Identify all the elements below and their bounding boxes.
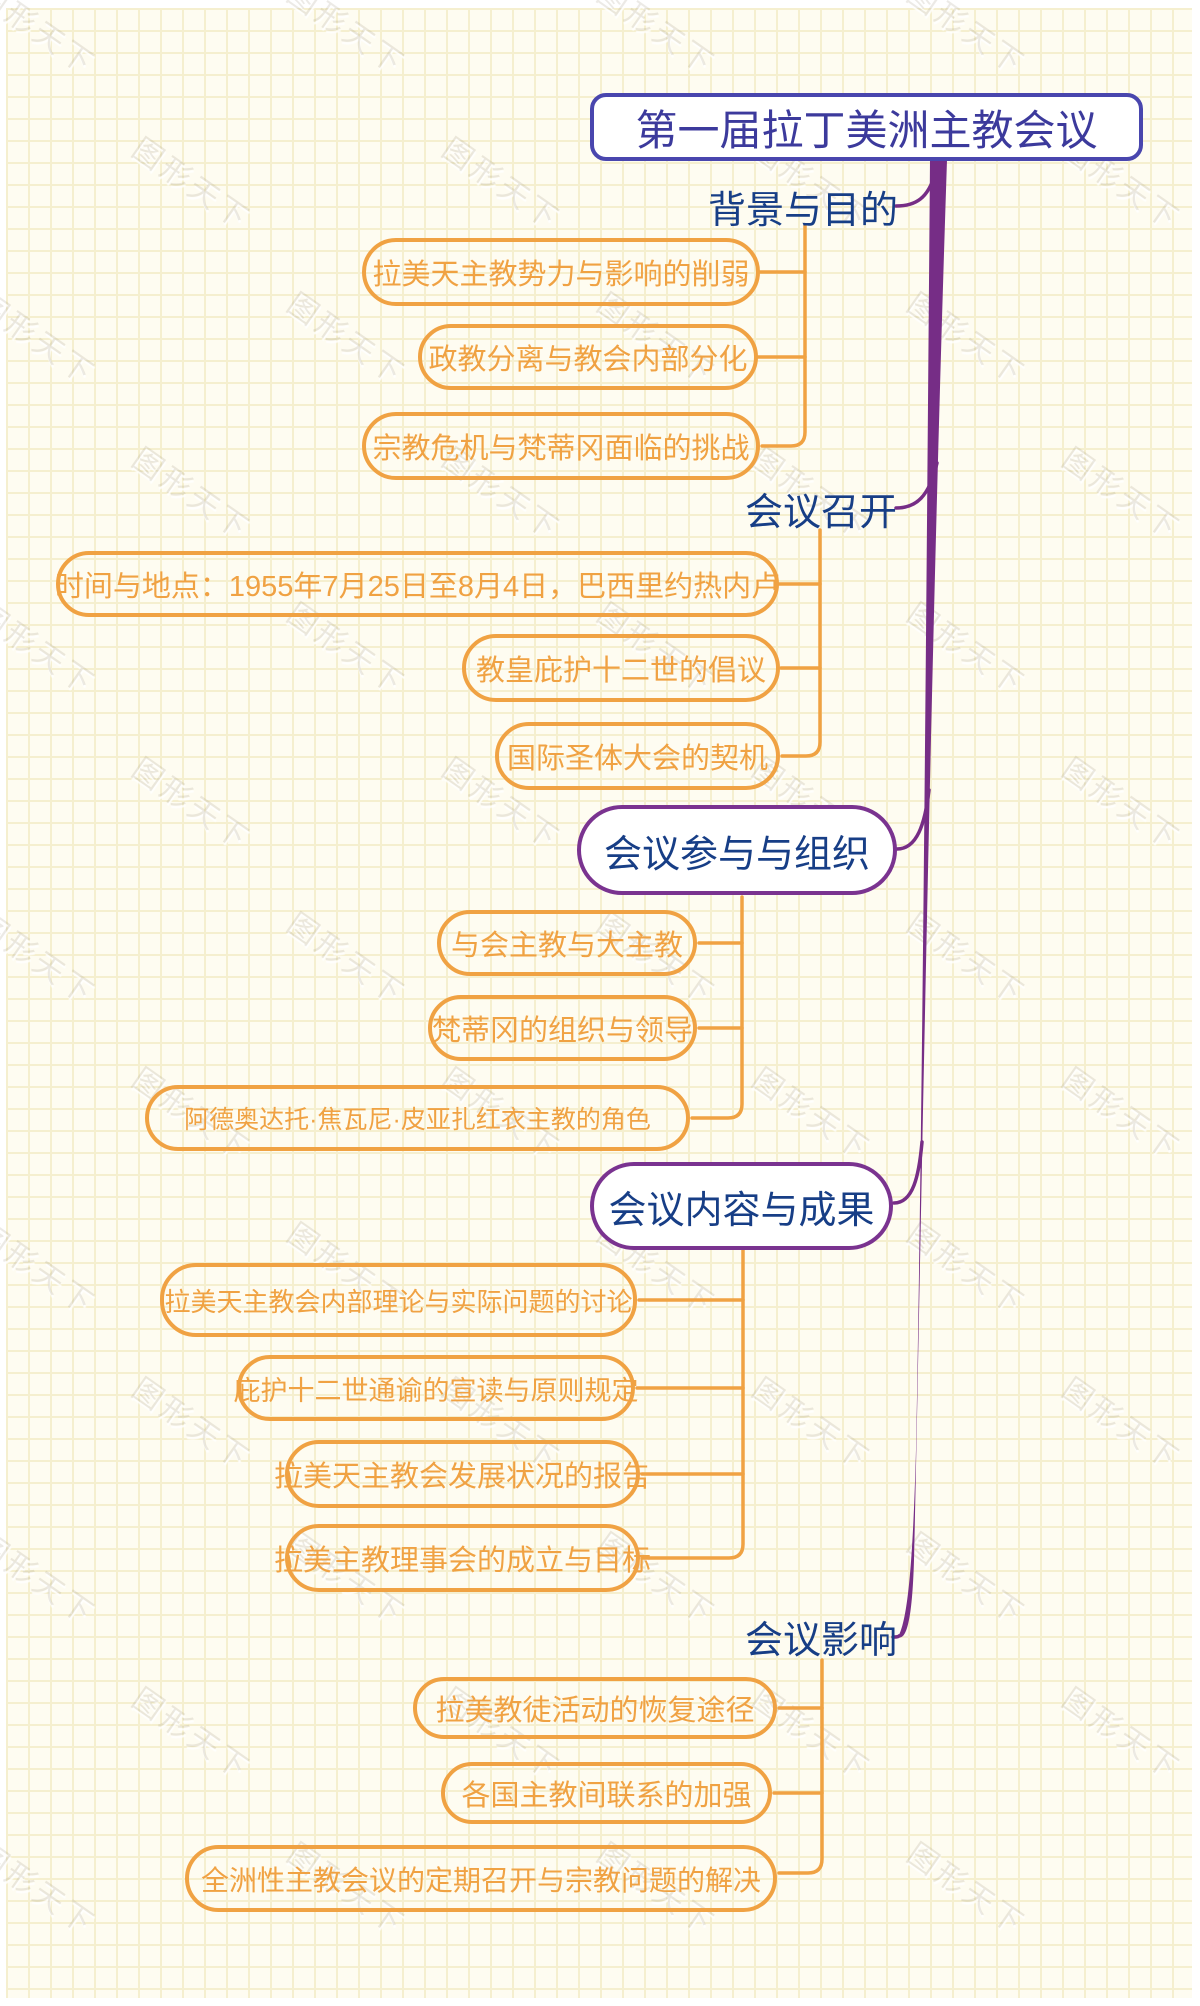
- grid-paper-background: [6, 8, 1192, 1998]
- child-node[interactable]: 拉美教徒活动的恢复途径: [413, 1677, 777, 1739]
- child-node[interactable]: 全洲性主教会议的定期召开与宗教问题的解决: [185, 1845, 777, 1912]
- child-node[interactable]: 梵蒂冈的组织与领导: [428, 995, 697, 1061]
- branch-label-convening[interactable]: 会议召开: [744, 491, 897, 534]
- trunk-connector: [898, 160, 947, 1638]
- child-node[interactable]: 拉美天主教势力与影响的削弱: [362, 238, 760, 306]
- child-node[interactable]: 时间与地点：1955年7月25日至8月4日，巴西里约热内卢: [55, 551, 780, 617]
- child-node[interactable]: 国际圣体大会的契机: [495, 722, 780, 790]
- branch-connector-background: [894, 172, 937, 208]
- branch-connector-content: [892, 1140, 924, 1205]
- child-node[interactable]: 各国主教间联系的加强: [441, 1762, 772, 1824]
- child-node[interactable]: 教皇庇护十二世的倡议: [462, 634, 780, 702]
- child-spine-organization: [690, 895, 744, 1120]
- branch-connector-organization: [895, 788, 931, 851]
- child-node[interactable]: 庇护十二世通谕的宣读与原则规定: [234, 1355, 639, 1421]
- child-node[interactable]: 拉美天主教会发展状况的报告: [274, 1440, 651, 1508]
- branch-label-background[interactable]: 背景与目的: [707, 189, 898, 232]
- child-spine-impact: [777, 1658, 824, 1875]
- branch-connector-impact: [891, 1634, 901, 1639]
- child-spine-background: [760, 224, 807, 448]
- root-node[interactable]: 第一届拉丁美洲主教会议: [590, 93, 1143, 161]
- child-node[interactable]: 与会主教与大主教: [437, 910, 697, 976]
- child-node[interactable]: 拉美主教理事会的成立与目标: [274, 1524, 651, 1592]
- branch-node-content[interactable]: 会议内容与成果: [590, 1162, 893, 1250]
- child-spine-content: [640, 1248, 745, 1560]
- child-node[interactable]: 宗教危机与梵蒂冈面临的挑战: [362, 412, 760, 480]
- branch-node-organization[interactable]: 会议参与与组织: [577, 805, 897, 895]
- child-spine-convening: [780, 528, 822, 758]
- branch-connector-convening: [894, 461, 939, 510]
- child-node[interactable]: 拉美天主教会内部理论与实际问题的讨论: [160, 1263, 637, 1337]
- branch-label-impact[interactable]: 会议影响: [744, 1619, 897, 1662]
- child-node[interactable]: 阿德奥达托·焦瓦尼·皮亚扎红衣主教的角色: [145, 1085, 690, 1151]
- child-node[interactable]: 政教分离与教会内部分化: [418, 324, 758, 390]
